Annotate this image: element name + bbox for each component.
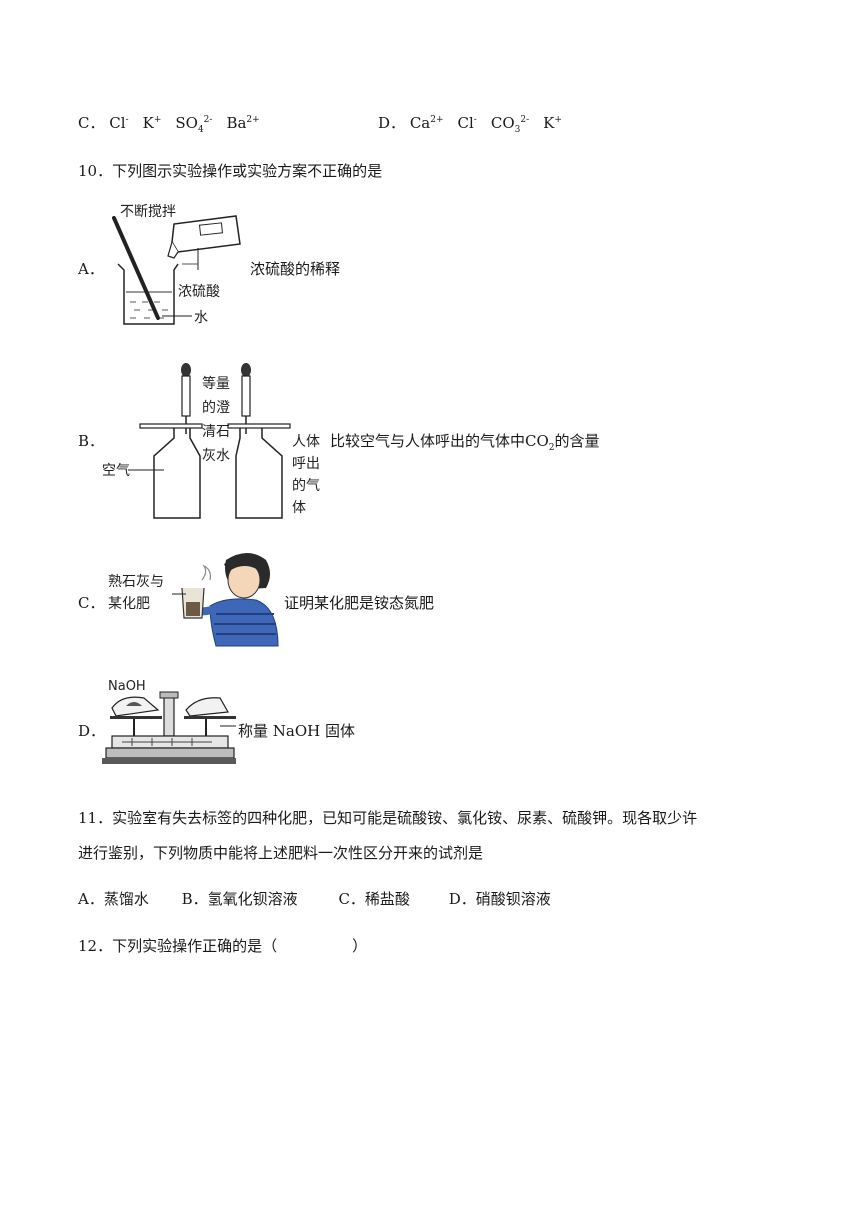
q11-option-c: C．稀盐酸 bbox=[338, 890, 410, 908]
ion-charge: + bbox=[554, 115, 562, 125]
ion-charge: - bbox=[473, 115, 477, 125]
dilution-figure: 不断搅拌 浓硫酸 水 bbox=[112, 204, 241, 326]
ion-formula: CO32- bbox=[490, 114, 530, 135]
acid-label: 浓硫酸 bbox=[178, 284, 220, 300]
ion-charge: 2+ bbox=[246, 115, 260, 125]
ion-base: Cl bbox=[457, 114, 474, 132]
svg-text:的气: 的气 bbox=[292, 478, 320, 494]
ion-charge: 2- bbox=[203, 115, 213, 125]
q12-stem: 12．下列实验操作正确的是（ ） bbox=[78, 937, 368, 955]
gas-bottle-icon bbox=[235, 428, 283, 519]
q9-option-d-label: D． bbox=[378, 114, 406, 132]
q10-option-b-caption-post: 的含量 bbox=[554, 432, 600, 450]
co2-comparison-figure: 空气 等量 的澄 清石 灰水 人体 呼出 的气 体 bbox=[102, 363, 320, 519]
ion-base: K bbox=[142, 114, 154, 132]
q9-option-c-ions: Cl- K+ SO42- Ba2+ bbox=[109, 114, 273, 135]
q10-option-a-caption: 浓硫酸的稀释 bbox=[250, 260, 341, 278]
ion-charge: 2+ bbox=[430, 115, 444, 125]
q10-option-c-caption: 证明某化肥是铵态氮肥 bbox=[284, 594, 435, 612]
air-label: 空气 bbox=[102, 463, 130, 479]
ammonium-test-figure: 熟石灰与 某化肥 bbox=[108, 553, 279, 647]
naoh-label: NaOH bbox=[108, 679, 146, 694]
svg-text:的澄: 的澄 bbox=[202, 400, 230, 416]
q11-options: A．蒸馏水 B．氢氧化钡溶液 C．稀盐酸 D．硝酸钡溶液 bbox=[78, 888, 551, 909]
q11-option-b: B．氢氧化钡溶液 bbox=[181, 890, 298, 908]
water-label: 水 bbox=[194, 310, 208, 326]
co2-subscript: 2 bbox=[548, 443, 555, 453]
ion-base: K bbox=[543, 114, 555, 132]
balance-icon bbox=[102, 691, 236, 764]
svg-text:等量: 等量 bbox=[202, 375, 230, 392]
svg-text:呼出: 呼出 bbox=[292, 456, 320, 472]
dropper-icon bbox=[181, 363, 191, 434]
ion-formula: Cl- bbox=[109, 114, 128, 132]
balance-figure: NaOH bbox=[102, 679, 236, 764]
q10-stem: 10．下列图示实验操作或实验方案不正确的是 bbox=[78, 162, 383, 180]
q10-option-d-label: D． bbox=[78, 722, 106, 740]
stir-label: 不断搅拌 bbox=[120, 204, 176, 220]
ion-base: CO bbox=[490, 114, 515, 132]
co2-formula: CO bbox=[525, 432, 549, 450]
ion-subscript: 4 bbox=[197, 125, 204, 135]
ion-formula: Ca2+ bbox=[410, 114, 444, 132]
lime-fertilizer-label: 熟石灰与 某化肥 bbox=[108, 574, 164, 612]
student-figure-icon bbox=[185, 553, 279, 647]
dropper-icon bbox=[241, 363, 251, 434]
ion-base: Ba bbox=[226, 114, 247, 132]
ion-base: Cl bbox=[109, 114, 126, 132]
svg-text:某化肥: 某化肥 bbox=[108, 596, 150, 612]
ion-charge: + bbox=[153, 115, 162, 125]
ion-formula: K+ bbox=[143, 114, 162, 132]
gas-bottle-icon bbox=[153, 428, 201, 519]
q9-option-d-ions: Ca2+ Cl- CO32- K+ bbox=[410, 114, 576, 135]
q10-option-b-caption: 比较空气与人体呼出的气体中CO2的含量 bbox=[330, 430, 600, 453]
svg-text:灰水: 灰水 bbox=[202, 448, 230, 464]
q9-option-c-label: C． bbox=[78, 114, 105, 132]
exhaled-gas-label: 人体 呼出 的气 体 bbox=[292, 434, 320, 516]
q9-option-c: C． Cl- K+ SO42- Ba2+ bbox=[78, 112, 274, 135]
q9-option-d: D． Ca2+ Cl- CO32- K+ bbox=[378, 112, 576, 135]
ion-charge: - bbox=[125, 115, 129, 125]
limewater-label: 等量 的澄 清石 灰水 bbox=[202, 375, 230, 464]
svg-text:体: 体 bbox=[292, 500, 306, 516]
ion-formula: Ba2+ bbox=[226, 114, 259, 132]
glass-rod-icon bbox=[112, 216, 160, 320]
ion-subscript: 3 bbox=[514, 125, 521, 135]
q10-option-b-label: B． bbox=[78, 432, 105, 450]
ion-charge: 2- bbox=[520, 115, 530, 125]
q11-stem-line2: 进行鉴别，下列物质中能将上述肥料一次性区分开来的试剂是 bbox=[78, 844, 484, 862]
ion-base: SO bbox=[175, 114, 198, 132]
svg-text:人体: 人体 bbox=[292, 434, 320, 450]
q11-stem-line1: 11．实验室有失去标签的四种化肥，已知可能是硫酸铵、氯化铵、尿素、硫酸钾。现各取… bbox=[78, 809, 698, 827]
ion-formula: Cl- bbox=[458, 114, 477, 132]
svg-text:清石: 清石 bbox=[202, 424, 230, 440]
q10-option-c-label: C． bbox=[78, 594, 105, 612]
ion-base: Ca bbox=[409, 114, 431, 132]
svg-text:熟石灰与: 熟石灰与 bbox=[108, 574, 164, 590]
q11-option-a: A．蒸馏水 bbox=[78, 890, 149, 908]
q10-option-d-caption: 称量 NaOH 固体 bbox=[238, 722, 355, 740]
ion-formula: K+ bbox=[543, 114, 562, 132]
q10-option-b-caption-pre: 比较空气与人体呼出的气体中 bbox=[330, 432, 526, 450]
beaker-icon bbox=[117, 263, 179, 325]
q11-option-d: D．硝酸钡溶液 bbox=[448, 890, 551, 908]
q10-option-a-label: A． bbox=[78, 260, 104, 278]
ion-formula: SO42- bbox=[175, 114, 213, 135]
